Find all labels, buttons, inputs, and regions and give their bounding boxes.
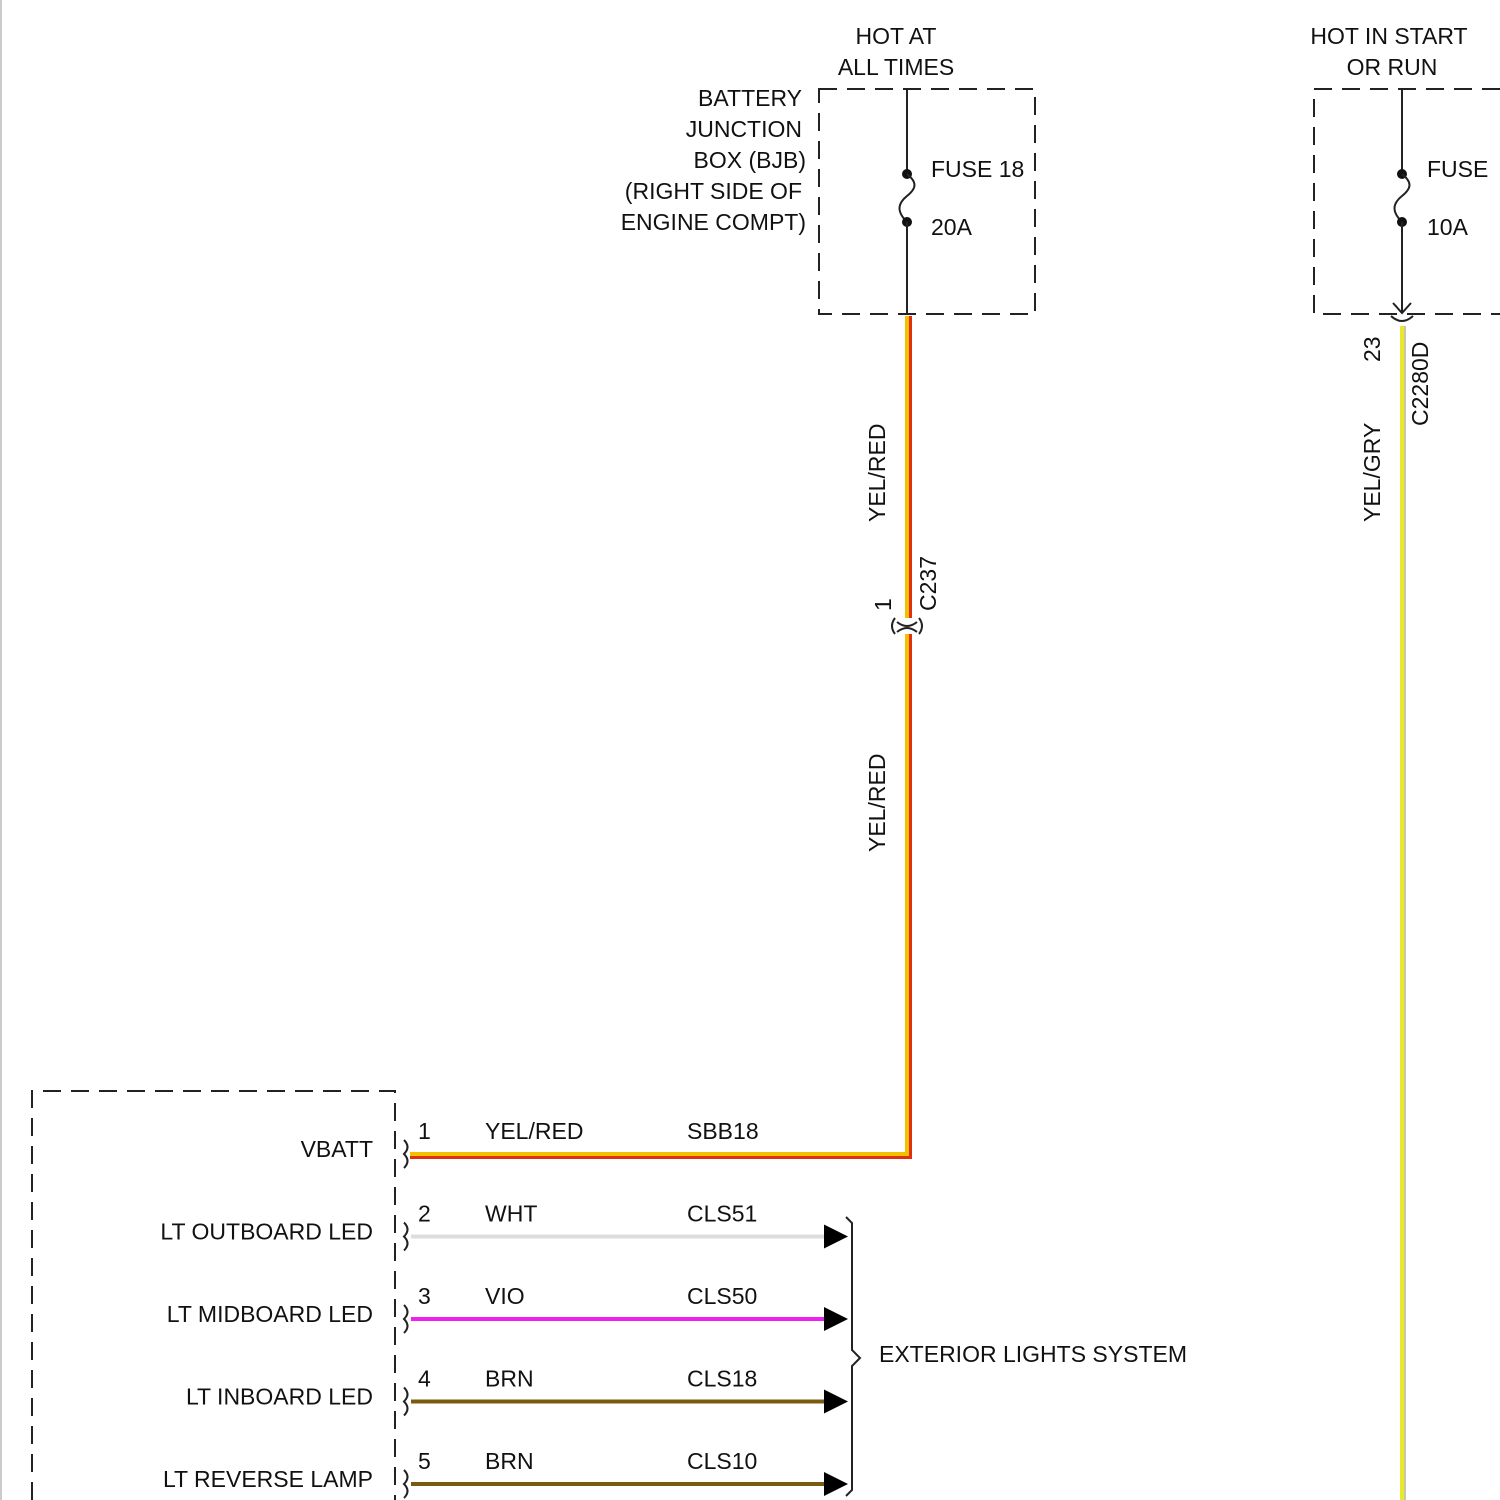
wire-arrow-icon	[824, 1472, 848, 1496]
pin-connector-icon	[404, 1305, 408, 1333]
circuit-label: CLS18	[687, 1366, 757, 1392]
pin-name-label: LT INBOARD LED	[186, 1384, 373, 1410]
wire-arrow-icon	[824, 1390, 848, 1414]
pin-number-label: 5	[418, 1448, 431, 1474]
bjb-label-line-1: BATTERY	[698, 85, 802, 111]
vbatt-wire-core	[410, 316, 907, 1154]
pin-number-label: 1	[418, 1118, 431, 1144]
c2280d-connector-label: C2280D	[1407, 342, 1433, 426]
bjb-hot-line2: ALL TIMES	[838, 54, 954, 80]
pin-number-label: 3	[418, 1283, 431, 1309]
pin-name-label: VBATT	[301, 1136, 373, 1162]
c237-pin-label: 1	[870, 598, 896, 611]
circuit-label: SBB18	[687, 1118, 759, 1144]
vbatt-wire-label-lower: YEL/RED	[864, 754, 890, 852]
bjb-label-line-3: BOX (BJB)	[694, 147, 806, 173]
pin-connector-icon	[404, 1140, 408, 1168]
c237-connector-label: C237	[915, 556, 941, 611]
bjb-dashed-box	[819, 89, 1035, 314]
start-run-dashed-box	[1314, 89, 1500, 314]
yel-gry-wire: YEL/GRY	[1359, 326, 1403, 1500]
pin-connector-icon	[404, 1470, 408, 1498]
c2280d-pin-label: 23	[1359, 336, 1385, 362]
wire-color-label: BRN	[485, 1366, 534, 1392]
pin-connector-icon	[404, 1388, 408, 1416]
yel-gry-wire-label: YEL/GRY	[1359, 423, 1385, 522]
wire-arrow-icon	[824, 1307, 848, 1331]
bjb-label-line-4: (RIGHT SIDE OF	[625, 178, 802, 204]
pin-row: LT INBOARD LED 4 BRN CLS18	[186, 1366, 848, 1416]
bjb-fuse-name: FUSE 18	[931, 156, 1024, 182]
pin-number-label: 4	[418, 1366, 431, 1392]
bjb-label-line-2: JUNCTION	[686, 116, 802, 142]
battery-junction-box: HOT AT ALL TIMES BATTERY JUNCTION BOX (B…	[621, 23, 1035, 314]
circuit-label: CLS50	[687, 1283, 757, 1309]
fuse-element-icon	[1395, 174, 1410, 222]
wire-arrow-icon	[824, 1225, 848, 1249]
c237-connector-icon	[892, 618, 922, 634]
circuit-label: CLS10	[687, 1448, 757, 1474]
system-bracket-icon	[846, 1217, 860, 1496]
pin-row: LT OUTBOARD LED 2 WHT CLS51	[160, 1201, 848, 1251]
vbatt-wire-trace	[410, 316, 909, 1156]
pin-number-label: 2	[418, 1201, 431, 1227]
wire-color-label: WHT	[485, 1201, 537, 1227]
wire-color-label: YEL/RED	[485, 1118, 583, 1144]
bjb-label-line-5: ENGINE COMPT)	[621, 209, 806, 235]
bjb-hot-line1: HOT AT	[856, 23, 937, 49]
vbatt-wire-label-upper: YEL/RED	[864, 424, 890, 522]
pin-row: VBATT 1 YEL/RED SBB18	[301, 1118, 759, 1168]
pin-name-label: LT REVERSE LAMP	[163, 1466, 373, 1492]
pin-row: LT REVERSE LAMP 5 BRN CLS10	[163, 1448, 848, 1498]
pin-connector-icon	[404, 1223, 408, 1251]
pin-name-label: LT OUTBOARD LED	[160, 1219, 373, 1245]
start-run-hot-line1: HOT IN START	[1310, 23, 1467, 49]
exterior-lights-bracket: EXTERIOR LIGHTS SYSTEM	[846, 1217, 1187, 1496]
circuit-label: CLS51	[687, 1201, 757, 1227]
exterior-lights-system-label: EXTERIOR LIGHTS SYSTEM	[879, 1341, 1187, 1367]
bjb-fuse-rating: 20A	[931, 214, 973, 240]
connector-socket-icon	[1391, 316, 1413, 321]
start-run-fuse-name: FUSE	[1427, 156, 1488, 182]
wire-color-label: BRN	[485, 1448, 534, 1474]
vbatt-wire: YEL/RED YEL/RED 1 C237	[410, 316, 941, 1156]
fuse-element-icon	[900, 174, 915, 222]
pin-row: LT MIDBOARD LED 3 VIO CLS50	[167, 1283, 848, 1333]
start-run-fuse-rating: 10A	[1427, 214, 1469, 240]
pin-name-label: LT MIDBOARD LED	[167, 1301, 373, 1327]
module-pin-rows: VBATT 1 YEL/RED SBB18 LT OUTBOARD LED 2 WHT CLS…	[160, 1118, 848, 1498]
start-run-hot-line2: OR RUN	[1347, 54, 1438, 80]
wire-color-label: VIO	[485, 1283, 525, 1309]
